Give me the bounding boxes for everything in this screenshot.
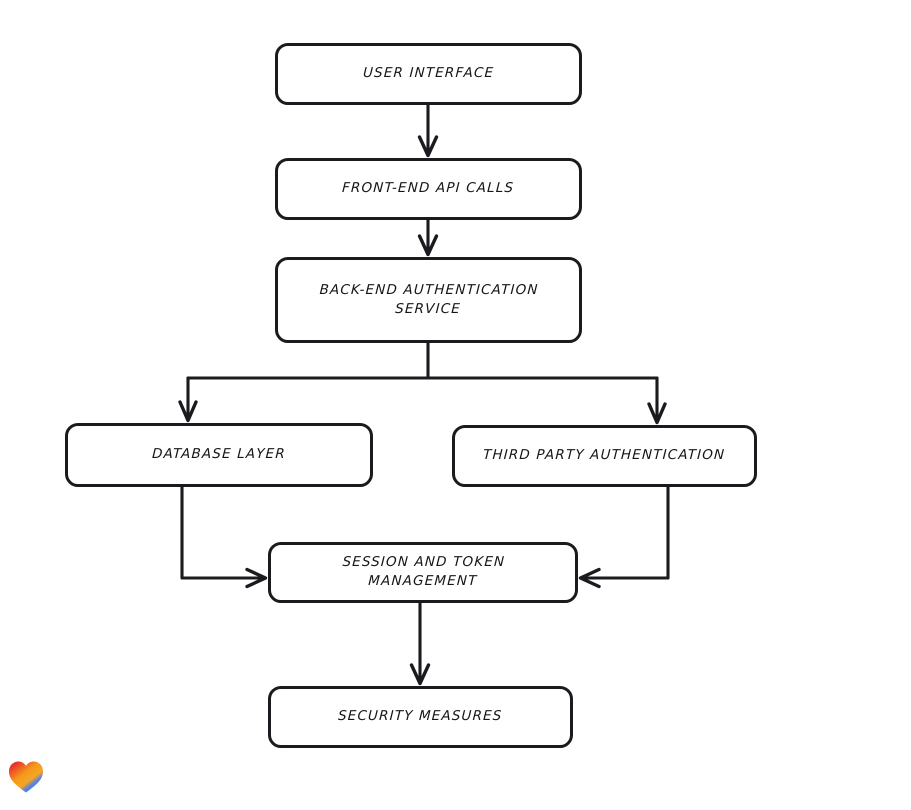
node-frontend-api-calls-label: Front-End API Calls [342,180,516,197]
edge-database-to-session [180,485,268,589]
heart-icon [9,761,43,793]
node-session-and-token-management-label: Session and Token Management [341,554,506,590]
node-security-measures-label: Security Measures [337,708,504,725]
edge-frontend-to-backend [417,218,439,257]
node-database-layer[interactable]: Database Layer [65,423,373,487]
node-backend-authentication-service-label: Back-End Authentication Service [319,281,539,317]
edge-backend-branch-stem [186,341,659,380]
node-third-party-authentication[interactable]: Third Party Authentication [452,425,757,487]
node-user-interface[interactable]: User Interface [275,43,582,105]
edge-ui-to-frontend [417,103,439,158]
edge-backend-to-third-party [647,376,667,425]
edge-backend-to-database [178,376,198,423]
node-backend-authentication-service[interactable]: Back-End Authentication Service [275,257,582,343]
node-session-and-token-management[interactable]: Session and Token Management [268,542,578,603]
node-frontend-api-calls[interactable]: Front-End API Calls [275,158,582,220]
node-user-interface-label: User Interface [362,65,495,82]
edge-session-to-security [409,601,431,686]
node-database-layer-label: Database Layer [151,446,287,463]
node-third-party-authentication-label: Third Party Authentication [483,447,727,464]
node-security-measures[interactable]: Security Measures [268,686,573,748]
edge-third-party-to-session [578,485,670,589]
